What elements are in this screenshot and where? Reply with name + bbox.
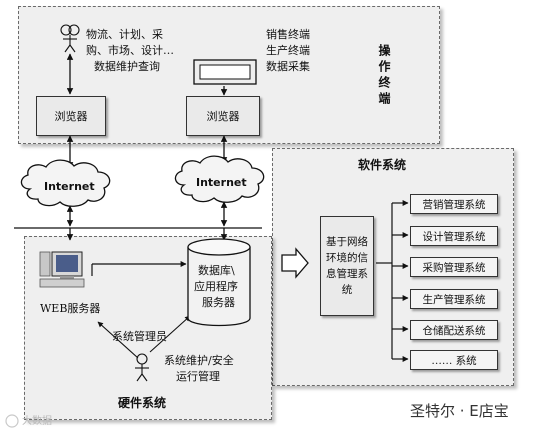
core-system-label: 基于网络环境的信息管理系统 [326, 236, 368, 296]
warehouse-distribution-system: 仓储配送系统 [410, 320, 498, 340]
internet-cloud-right-shape [174, 155, 265, 203]
operation-terminal-title: 操作终端 [374, 44, 391, 108]
database-cylinder-shape [187, 238, 251, 327]
maintenance-label-line1: 系统维护/安全 [164, 354, 234, 367]
browser-right-box: 浏览器 [186, 96, 260, 136]
user-roles-text-line2: 购、市场、设计… [86, 44, 174, 57]
terminal-screen-icon [193, 59, 257, 85]
sales-management-system: 营销管理系统 [410, 194, 498, 214]
other-system: …… 系统 [410, 350, 498, 370]
web-server-label: WEB服务器 [40, 302, 101, 315]
internet-cloud-left-label: Internet [44, 180, 95, 193]
information-management-core-box: 基于网络环境的信息管理系统 [320, 216, 374, 316]
watermark-left: 大数据 [22, 416, 52, 427]
database-label-line3: 服务器 [202, 296, 235, 309]
admin-person-icon [135, 353, 149, 382]
database-label-line1: 数据库\ [198, 264, 235, 277]
terminal-text-line2: 生产终端 [266, 44, 310, 57]
terminal-text-line3: 数据采集 [266, 60, 310, 73]
internet-cloud-left-shape [20, 159, 111, 207]
purchasing-management-system: 采购管理系统 [410, 257, 498, 277]
browser-left-box: 浏览器 [36, 96, 106, 136]
hardware-system-title: 硬件系统 [118, 396, 167, 410]
internet-cloud-right-label: Internet [196, 176, 247, 189]
user-roles-text-line1: 物流、计划、采 [86, 28, 163, 41]
operation-terminal-title-text: 操作终端 [377, 44, 391, 108]
maintenance-label-line2: 运行管理 [176, 370, 220, 383]
watermark-logo-icon [5, 414, 19, 428]
production-management-system: 生产管理系统 [410, 289, 498, 309]
web-server-computer-icon [39, 251, 85, 288]
design-management-system: 设计管理系统 [410, 226, 498, 246]
user-roles-text-line3: 数据维护查询 [94, 60, 160, 73]
database-label-line2: 应用程序 [194, 280, 238, 293]
terminal-text-line1: 销售终端 [266, 28, 310, 41]
watermark-right: 圣特尔 · E店宝 [410, 402, 509, 420]
system-admin-label: 系统管理员 [112, 330, 167, 343]
user-group-icon [60, 24, 80, 53]
software-system-title: 软件系统 [358, 158, 407, 172]
